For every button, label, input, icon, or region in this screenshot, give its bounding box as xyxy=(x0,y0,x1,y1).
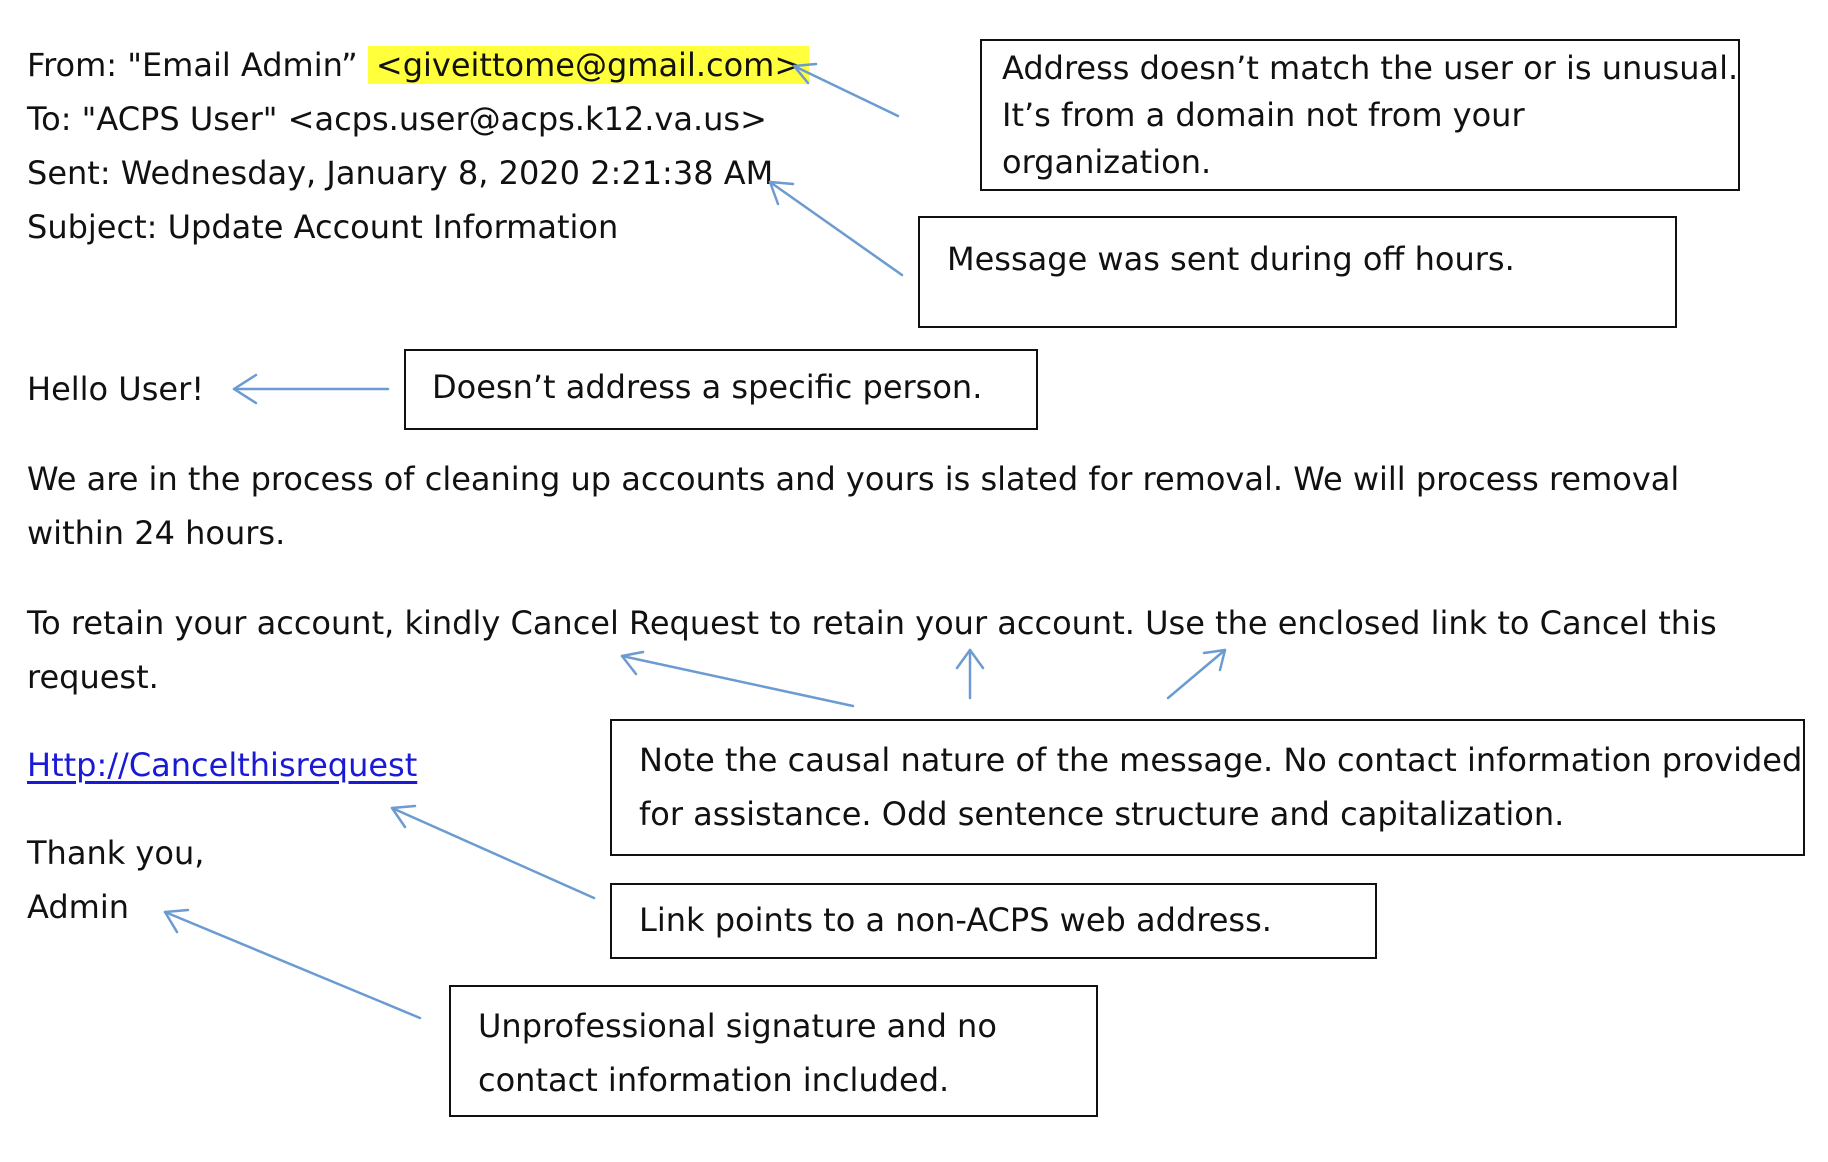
callout-sent-time: Message was sent during off hours. xyxy=(918,216,1677,328)
to-line: To: "ACPS User" <acps.user@acps.k12.va.u… xyxy=(27,100,767,138)
closing: Thank you, xyxy=(27,834,205,872)
body-paragraph-2-line-1: To retain your account, kindly Cancel Re… xyxy=(27,604,1717,642)
arrow-to-retain-account xyxy=(955,648,985,700)
body-paragraph-1-line-1: We are in the process of cleaning up acc… xyxy=(27,460,1680,498)
callout-greeting-line-1: Doesn’t address a specific person. xyxy=(432,368,983,406)
greeting: Hello User! xyxy=(27,370,205,408)
body-paragraph-2-line-2: request. xyxy=(27,658,159,696)
callout-tone: Note the causal nature of the message. N… xyxy=(610,719,1805,856)
callout-address-line-1: Address doesn’t match the user or is unu… xyxy=(1002,49,1739,87)
arrow-to-signature xyxy=(163,908,422,1020)
arrow-to-link xyxy=(390,804,596,900)
arrow-to-cancel-request xyxy=(620,650,855,708)
callout-signature-line-2: contact information included. xyxy=(478,1061,950,1099)
arrow-to-from-address xyxy=(792,62,900,118)
arrow-to-greeting xyxy=(232,373,390,405)
arrow-to-cancel-this xyxy=(1166,648,1227,700)
from-label: From: "Email Admin” xyxy=(27,46,368,84)
callout-sent-time-line-1: Message was sent during off hours. xyxy=(947,240,1515,278)
callout-greeting: Doesn’t address a specific person. xyxy=(404,349,1038,430)
callout-address-line-3: organization. xyxy=(1002,143,1212,181)
signature: Admin xyxy=(27,888,129,926)
callout-address: Address doesn’t match the user or is unu… xyxy=(980,39,1740,191)
phishing-link[interactable]: Http://Cancelthisrequest xyxy=(27,746,418,784)
callout-tone-line-2: for assistance. Odd sentence structure a… xyxy=(639,795,1565,833)
callout-signature-line-1: Unprofessional signature and no xyxy=(478,1007,997,1045)
callout-address-line-2: It’s from a domain not from your xyxy=(1002,96,1525,134)
from-address-highlight: <giveittome@gmail.com> xyxy=(367,46,810,84)
sent-line: Sent: Wednesday, January 8, 2020 2:21:38… xyxy=(27,154,774,192)
arrow-to-sent-time xyxy=(768,180,904,277)
subject-line: Subject: Update Account Information xyxy=(27,208,619,246)
body-paragraph-1-line-2: within 24 hours. xyxy=(27,514,286,552)
callout-link: Link points to a non-ACPS web address. xyxy=(610,883,1377,959)
callout-link-line-1: Link points to a non-ACPS web address. xyxy=(639,901,1272,939)
callout-signature: Unprofessional signature and no contact … xyxy=(449,985,1098,1117)
from-line: From: "Email Admin” <giveittome@gmail.co… xyxy=(27,38,810,92)
callout-tone-line-1: Note the causal nature of the message. N… xyxy=(639,741,1803,779)
